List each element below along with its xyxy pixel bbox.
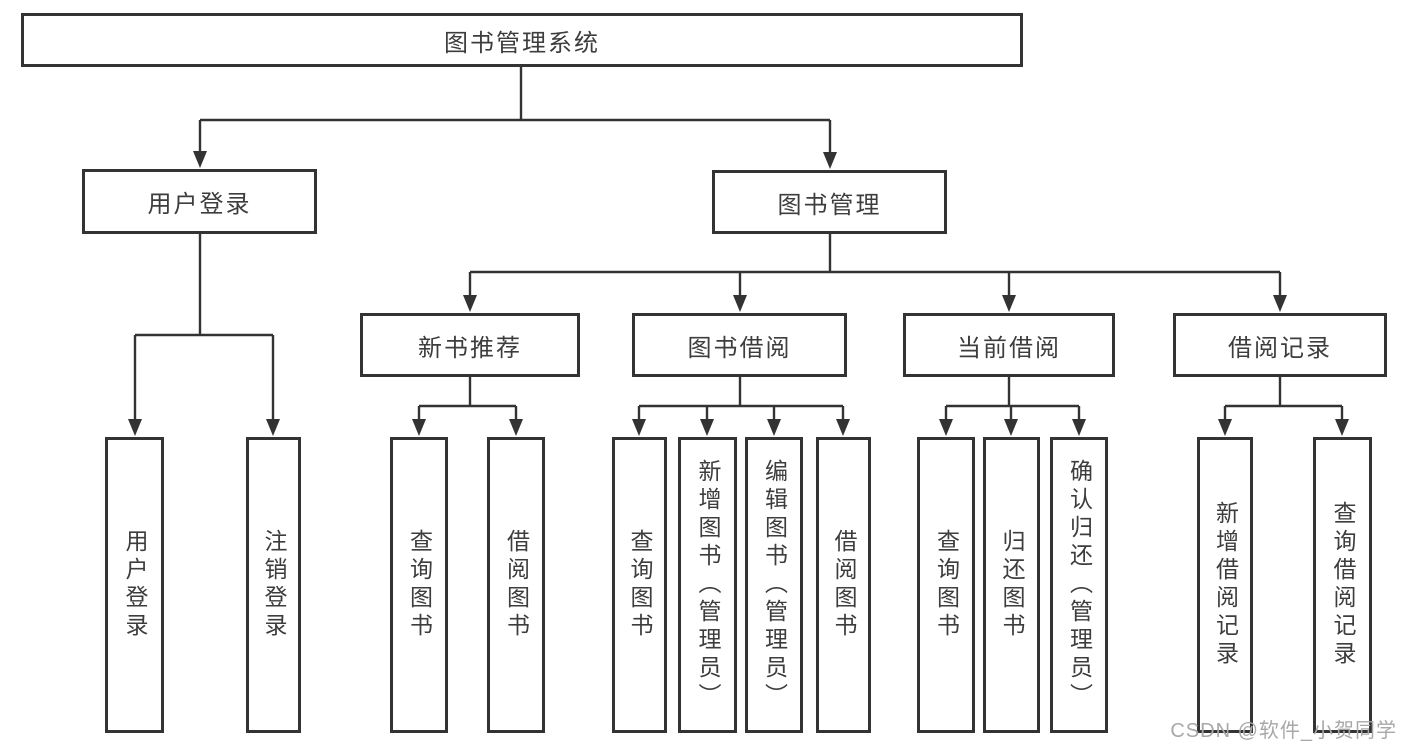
arrowhead [266,419,280,436]
leaf-label: 借阅图书 [831,529,857,641]
node-borrow-records: 借阅记录 [1173,313,1387,377]
leaf-query-borrow-record: 查询借阅记录 [1313,437,1372,733]
csdn-watermark: CSDN @软件_小贺同学 [1170,720,1397,742]
leaf-user-login: 用户登录 [105,437,164,733]
leaf-label: 新增借阅记录 [1212,501,1239,669]
leaf-borrow-books: 借阅图书 [816,437,871,733]
arrowhead [733,295,747,312]
arrowhead [509,419,523,436]
leaf-return-books: 归还图书 [983,437,1040,733]
leaf-label: 查询图书 [406,529,433,641]
leaf-label: 用户登录 [122,529,148,641]
leaf-label: 借阅图书 [503,529,530,641]
connector-current [944,377,1081,421]
node-root-system: 图书管理系统 [21,13,1023,67]
node-book-borrow: 图书借阅 [632,313,847,377]
arrowhead [1273,295,1287,312]
leaf-label: 归还图书 [999,529,1025,641]
connector-new-rec [417,377,518,421]
leaf-logout: 注销登录 [246,437,301,733]
leaf-label: 编辑图书（管理员） [761,459,788,711]
leaf-query-books: 查询图书 [917,437,975,733]
leaf-borrow-books: 借阅图书 [487,437,545,733]
arrowhead [412,419,426,436]
arrowhead [1218,419,1232,436]
arrowhead [823,152,837,169]
arrowhead [193,151,207,168]
arrowhead [1004,419,1018,436]
node-book-management: 图书管理 [712,170,947,234]
leaf-query-books: 查询图书 [390,437,448,733]
leaf-label: 新增图书（管理员） [695,459,721,711]
leaf-label: 注销登录 [261,529,287,641]
connector-book-mgmt [468,234,1282,297]
node-label: 图书借阅 [687,334,792,362]
leaf-label: 确认归还（管理员） [1066,459,1093,711]
node-label: 新书推荐 [418,334,522,362]
arrowhead [836,419,850,436]
arrowhead [700,419,714,436]
connector-user-login [133,234,275,421]
leaf-add-borrow-record: 新增借阅记录 [1197,437,1253,733]
node-current-borrow: 当前借阅 [903,313,1115,377]
node-user-login: 用户登录 [82,169,317,234]
arrowhead [128,419,142,436]
arrowhead [1002,295,1016,312]
leaf-edit-books-admin: 编辑图书（管理员） [745,437,803,733]
arrowhead [1072,419,1086,436]
connector-borrow [637,377,845,421]
connector-records [1223,377,1344,421]
arrowhead [463,295,477,312]
leaf-add-books-admin: 新增图书（管理员） [678,437,737,733]
node-new-book-recommend: 新书推荐 [360,313,580,377]
leaf-query-books: 查询图书 [612,437,667,733]
arrowhead [1335,419,1349,436]
leaf-label: 查询借阅记录 [1330,501,1356,669]
node-label: 当前借阅 [957,334,1061,362]
leaf-label: 查询图书 [933,529,960,641]
node-label: 用户登录 [147,191,252,218]
node-label: 借阅记录 [1228,334,1332,362]
node-label: 图书管理系统 [444,29,600,57]
leaf-confirm-return-admin: 确认归还（管理员） [1050,437,1108,733]
node-label: 图书管理 [777,191,882,219]
leaf-label: 查询图书 [627,529,653,641]
connector-root [198,67,832,153]
arrowhead [767,419,781,436]
arrowhead [632,419,646,436]
arrowhead [939,419,953,436]
